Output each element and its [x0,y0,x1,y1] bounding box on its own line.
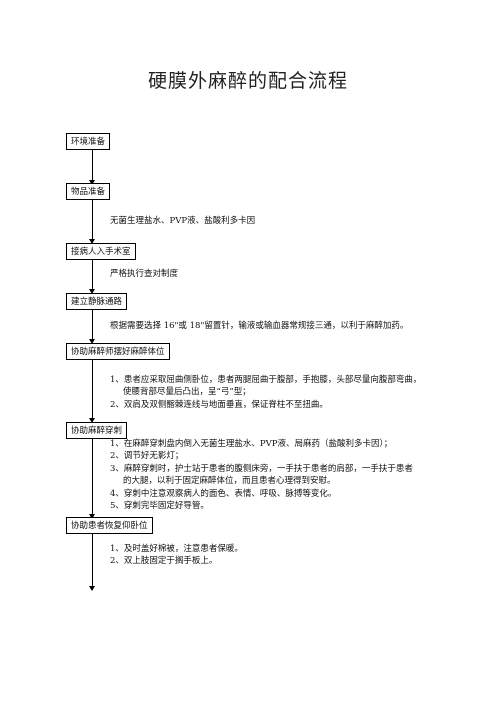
connector-line [92,259,93,292]
step-note-iv-access: 根据需要选择 16"或 18"留置针，输液或输血器常规接三通，以利于麻醉加药。 [110,321,409,331]
step-notes-supine: 1、及时盖好棉被，注意患者保暖。 2、双上肢固定于搁手板上。 [110,543,243,568]
arrow-down-icon [89,418,95,423]
connector-line [92,438,93,517]
step-note-supplies: 无菌生理盐水、PVP液、盐酸利多卡因 [110,216,256,226]
page-title: 硬膜外麻醉的配合流程 [147,70,348,92]
arrow-down-icon [89,514,95,519]
step-box-supine: 协助患者恢复仰卧位 [66,517,153,534]
list-item: 1、在麻醉穿刺盘内倒入无菌生理盐水、PVP液、局麻药（盐酸利多卡因）； [110,439,393,449]
list-item: 5、穿刺完毕固定好导管。 [110,501,209,512]
list-item: 使腰背部尽量后凸出，呈“弓”型； [123,387,251,398]
connector-line [92,309,93,342]
step-box-puncture: 协助麻醉穿刺 [66,422,128,439]
arrow-down-icon [89,239,95,244]
arrow-down-icon [89,339,95,344]
step-box-supplies: 物品准备 [66,183,111,200]
arrow-down-icon [89,586,95,591]
arrow-down-icon [89,289,95,294]
list-item: 2、双上肢固定于搁手板上。 [110,556,218,567]
list-item: 的大腿，以利于固定麻醉体位，而且患者心理得到安慰。 [123,476,336,487]
connector-line [92,149,93,182]
step-notes-puncture: 1、在麻醉穿刺盘内倒入无菌生理盐水、PVP液、局麻药（盐酸利多卡因）； 2、调节… [110,438,413,512]
step-notes-positioning: 1、患者应采取屈曲侧卧位，患者两腿屈曲于腹部，手抱膝，头部尽量向腹部弯曲， 使腰… [110,374,421,411]
connector-line [92,199,93,242]
connector-line [92,533,93,590]
list-item: 2、调节好无影灯； [110,451,184,462]
list-item: 2、双肩及双侧髂棘连线与地面垂直，保证脊柱不至扭曲。 [110,399,328,410]
list-item: 4、穿刺中注意观察病人的面色、表情、呼吸、脉搏等变化。 [110,488,337,499]
connector-line [92,359,93,421]
step-box-environment: 环境准备 [66,133,111,150]
step-box-iv-access: 建立静脉通路 [66,293,128,310]
step-box-positioning: 协助麻醉师摆好麻醉体位 [66,343,170,360]
list-item: 1、患者应采取屈曲侧卧位，患者两腿屈曲于腹部，手抱膝，头部尽量向腹部弯曲， [110,375,422,385]
step-box-receive-patient: 接病人入手术室 [66,243,136,260]
step-note-receive-patient: 严格执行查对制度 [110,269,179,279]
arrow-down-icon [89,180,95,185]
list-item: 1、及时盖好棉被，注意患者保暖。 [110,544,243,554]
list-item: 3、麻醉穿刺时，护士站于患者的腹侧床旁，一手扶于患者的肩部，一手扶于患者 [110,463,413,474]
